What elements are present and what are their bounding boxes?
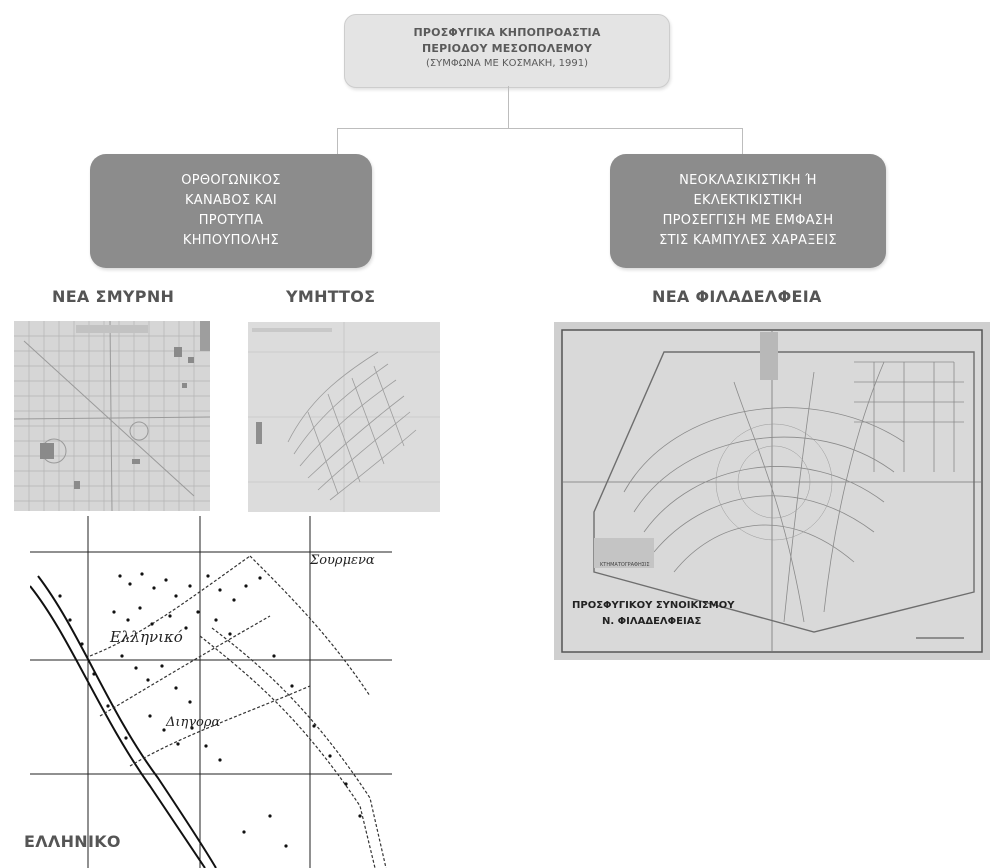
connector-left-down xyxy=(337,128,338,154)
right-node-line: ΣΤΙΣ ΚΑΜΠΥΛΕΣ ΧΑΡΑΞΕΙΣ xyxy=(659,233,837,248)
root-title-line2: ΠΕΡΙΟΔΟΥ ΜΕΣΟΠΟΛΕΜΟΥ xyxy=(421,42,593,55)
right-node-line: ΝΕΟΚΛΑΣΙΚΙΣΤΙΚΗ Ή xyxy=(679,173,817,188)
map-label-mid: Ελληνικό xyxy=(109,628,183,646)
filadelfeia-kicker: ΚΤΗΜΑΤΟΓΡΑΦΗΣΙΣ xyxy=(600,562,650,568)
left-node-line: ΠΡΟΤΥΠΑ xyxy=(198,213,264,228)
connector-horizontal xyxy=(337,128,743,129)
filadelfeia-title-line2: Ν. ΦΙΛΑΔΕΛΦΕΙΑΣ xyxy=(602,616,701,627)
right-node-line: ΕΚΛΕΚΤΙΚΙΣΤΙΚΗ xyxy=(693,193,803,208)
map-nea-filadelfeia: ΚΤΗΜΑΤΟΓΡΑΦΗΣΙΣ ΠΡΟΣΦΥΓΙΚΟΥ ΣΥΝΟΙΚΙΣΜΟΥ … xyxy=(554,322,990,660)
filadelfeia-title-line1: ΠΡΟΣΦΥΓΙΚΟΥ ΣΥΝΟΙΚΙΣΜΟΥ xyxy=(572,600,735,611)
root-source: (ΣΥΜΦΩΝΑ ΜΕ ΚΟΣΜΑΚΗ, 1991) xyxy=(425,58,589,69)
map-label-top: Σουρμενα xyxy=(309,553,375,568)
left-category-node: ΟΡΘΟΓΩΝΙΚΟΣ ΚΑΝΑΒΟΣ ΚΑΙ ΠΡΟΤΥΠΑ ΚΗΠΟΥΠΟΛ… xyxy=(90,154,372,268)
heading-ymittos: ΥΜΗΤΤΟΣ xyxy=(286,287,376,306)
left-node-line: ΚΑΝΑΒΟΣ ΚΑΙ xyxy=(184,193,278,208)
heading-elliniko: ΕΛΛΗΝΙΚΟ xyxy=(24,832,121,851)
left-node-line: ΚΗΠΟΥΠΟΛΗΣ xyxy=(182,233,280,248)
left-node-line: ΟΡΘΟΓΩΝΙΚΟΣ xyxy=(181,173,281,188)
connector-root-down xyxy=(508,86,509,128)
right-node-line: ΠΡΟΣΕΓΓΙΣΗ ΜΕ ΕΜΦΑΣΗ xyxy=(662,213,834,228)
heading-nea-smyrni: ΝΕΑ ΣΜΥΡΝΗ xyxy=(52,287,175,306)
heading-nea-filadelfeia: ΝΕΑ ΦΙΛΑΔΕΛΦΕΙΑ xyxy=(652,287,822,306)
map-ymittos xyxy=(248,322,440,512)
root-title-line1: ΠΡΟΣΦΥΓΙΚΑ ΚΗΠΟΠΡΟΑΣΤΙΑ xyxy=(413,26,601,39)
map-elliniko: Σουρμενα Ελληνικό Διηγορα xyxy=(30,516,392,868)
root-node: ΠΡΟΣΦΥΓΙΚΑ ΚΗΠΟΠΡΟΑΣΤΙΑ ΠΕΡΙΟΔΟΥ ΜΕΣΟΠΟΛ… xyxy=(344,14,670,88)
right-category-node: ΝΕΟΚΛΑΣΙΚΙΣΤΙΚΗ Ή ΕΚΛΕΚΤΙΚΙΣΤΙΚΗ ΠΡΟΣΕΓΓ… xyxy=(610,154,886,268)
connector-right-down xyxy=(742,128,743,154)
map-nea-smyrni xyxy=(14,321,210,511)
map-label-low: Διηγορα xyxy=(165,715,221,730)
